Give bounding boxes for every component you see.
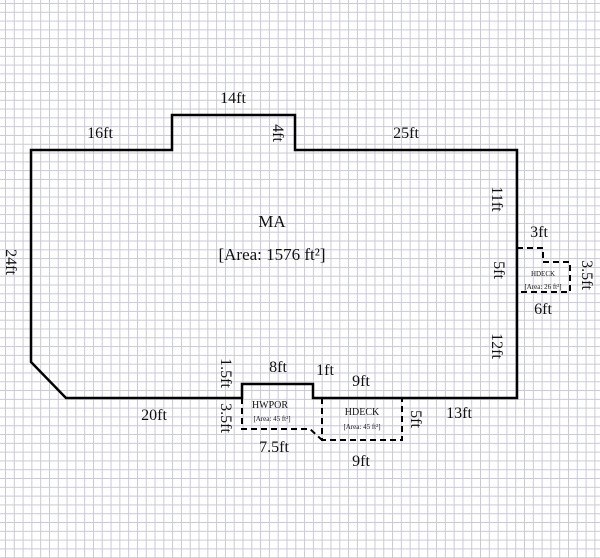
dim-notch-side: 4ft [269, 124, 286, 142]
dim-bottom-left: 20ft [141, 407, 167, 424]
hdeck-bottom-name: HDECK [345, 407, 380, 418]
dim-rdeck-side: 3.5ft [578, 260, 595, 290]
dim-bump-left: 1.5ft [217, 358, 234, 388]
hdeck-right-outline[interactable] [517, 247, 571, 293]
main-area-size: [Area: 1576 ft²] [218, 245, 325, 264]
hdeck-bottom-size: [Area: 45 ft²] [343, 423, 380, 431]
dim-rdeck-bottom: 6ft [534, 301, 552, 318]
dim-hdeck-bottom: 9ft [352, 453, 370, 470]
hwpor-size: [Area: 45 ft²] [253, 415, 290, 423]
main-area-name: MA [258, 212, 286, 231]
hdeck-right-size: [Area: 26 ft²] [524, 283, 561, 291]
dim-bottom-right: 13ft [446, 405, 472, 422]
main-area-outline[interactable] [29, 113, 519, 400]
dim-left: 24ft [2, 249, 19, 275]
dim-bump-top: 8ft [269, 359, 287, 376]
dim-top-left: 16ft [87, 125, 113, 142]
hdeck-bottom-outline[interactable] [321, 398, 403, 441]
dim-right-lower: 12ft [488, 333, 505, 359]
dim-bump-right: 1ft [316, 362, 334, 379]
dim-notch-top: 14ft [220, 90, 246, 107]
dim-rdeck-top: 3ft [530, 224, 548, 241]
dim-hwpor-side: 3.5ft [217, 403, 234, 433]
dim-top-right: 25ft [393, 125, 419, 142]
dim-hdeck-top: 9ft [352, 373, 370, 390]
hdeck-right-name: HDECK [531, 270, 555, 278]
hwpor-outline[interactable] [241, 398, 323, 441]
dim-right-upper: 11ft [488, 186, 505, 212]
hwpor-name: HWPOR [252, 400, 288, 411]
dim-right-deck: 5ft [490, 261, 507, 279]
dim-hdeck-side: 5ft [407, 410, 424, 428]
dim-hwpor-bottom: 7.5ft [259, 439, 289, 456]
